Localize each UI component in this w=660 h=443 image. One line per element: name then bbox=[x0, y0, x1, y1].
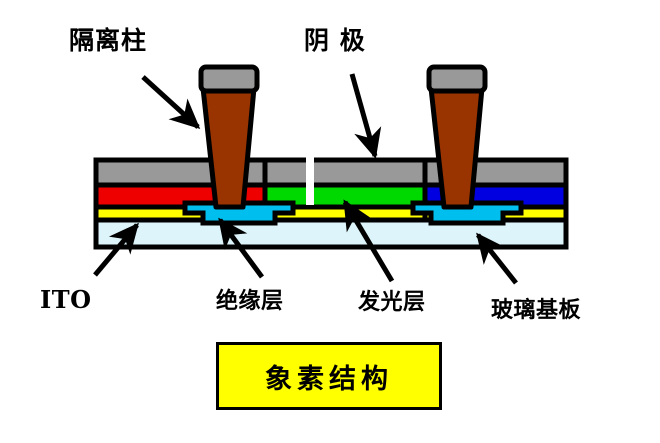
arrow-separator bbox=[141, 75, 201, 130]
label-ito: ITO bbox=[40, 285, 92, 314]
label-insulator: 绝缘层 bbox=[216, 289, 284, 314]
label-separator-pillar: 隔离柱 bbox=[69, 26, 148, 55]
arrow-ito bbox=[93, 222, 139, 277]
separator-pillar-1-cap bbox=[198, 64, 260, 94]
insulator-pad-1 bbox=[182, 200, 296, 226]
label-glass-substrate: 玻璃基板 bbox=[491, 298, 582, 323]
label-emissive: 发光层 bbox=[358, 290, 426, 315]
arrow-substrate bbox=[476, 232, 518, 285]
title-box: 象素结构 bbox=[216, 342, 442, 410]
label-cathode: 阴 极 bbox=[304, 26, 366, 55]
title-text: 象素结构 bbox=[265, 363, 393, 395]
gap-1 bbox=[306, 155, 314, 205]
separator-pillar-2-cap bbox=[426, 64, 488, 94]
arrow-emissive bbox=[342, 199, 395, 283]
arrow-cathode bbox=[349, 73, 382, 159]
arrow-insulator bbox=[217, 217, 265, 279]
insulator-pad-2 bbox=[410, 200, 524, 226]
